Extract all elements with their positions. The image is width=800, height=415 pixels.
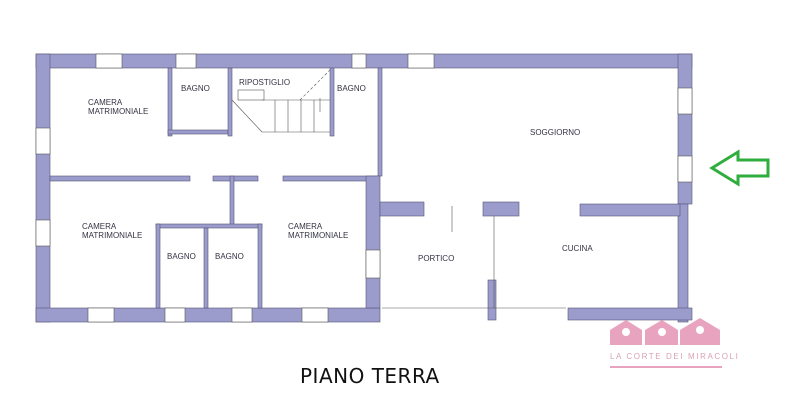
- plan-title: PIANO TERRA: [300, 364, 440, 388]
- room-cucina: CUCINA: [562, 244, 593, 253]
- room-ripostiglio: RIPOSTIGLIO: [239, 78, 291, 87]
- room-bagno-2: BAGNO: [337, 84, 366, 93]
- room-portico: PORTICO: [418, 254, 455, 263]
- wall-east-lower: [677, 203, 689, 323]
- wall-south-left: [35, 307, 381, 323]
- room-bagno-4: BAGNO: [215, 252, 244, 261]
- wall-south-right: [567, 307, 693, 321]
- room-bagno-3: BAGNO: [167, 252, 196, 261]
- entrance-arrow-icon: [709, 149, 770, 187]
- room-bagno-1: BAGNO: [181, 84, 210, 93]
- room-soggiorno: SOGGIORNO: [530, 128, 581, 137]
- logo-text: LA CORTE DEI MIRACOLI: [610, 352, 740, 361]
- wall-west: [35, 53, 51, 323]
